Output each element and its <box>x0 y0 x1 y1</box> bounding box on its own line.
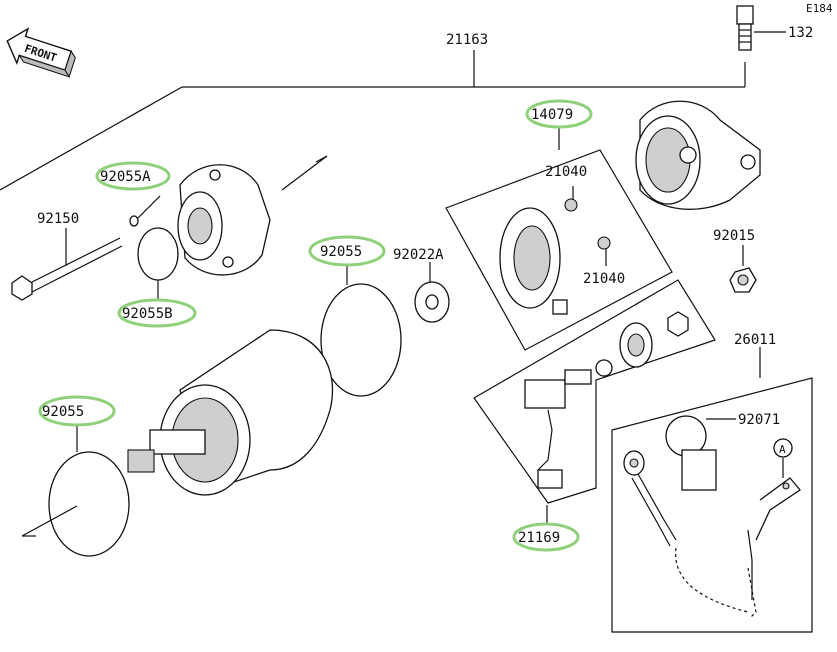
callout-92055-mid: 92055 <box>320 244 362 260</box>
brush-plate-group-14079 <box>445 126 673 351</box>
assembly-bracket-21163 <box>0 50 746 191</box>
rear-cover-housing <box>635 100 761 210</box>
reference-a-marker <box>773 438 793 458</box>
motor-yoke-armature <box>127 329 334 496</box>
cable-group-26011 <box>611 347 813 633</box>
highlight-92055B <box>117 298 197 328</box>
highlight-14079 <box>525 99 593 129</box>
o-ring-92055-mid <box>320 283 402 397</box>
callout-92150: 92150 <box>37 211 79 227</box>
o-ring-92055-low <box>48 451 130 557</box>
callout-132: 132 <box>788 25 813 41</box>
through-bolt-92150 <box>11 228 123 301</box>
diagram-code: E184 <box>806 2 833 15</box>
nut-92015 <box>729 245 757 293</box>
front-cover <box>177 155 328 276</box>
bolt-132 <box>736 5 786 51</box>
callout-21040-lower: 21040 <box>583 271 625 287</box>
callout-92055-low: 92055 <box>42 404 84 420</box>
highlight-92055-low <box>38 395 116 427</box>
callout-21169: 21169 <box>518 530 560 546</box>
callout-92071: 92071 <box>738 412 780 428</box>
callout-92055B: 92055B <box>122 306 173 322</box>
highlight-92055-mid <box>308 235 386 267</box>
highlight-21169 <box>512 522 580 552</box>
callout-26011: 26011 <box>734 332 776 348</box>
o-ring-92055B <box>137 227 179 281</box>
callout-21040-upper: 21040 <box>545 164 587 180</box>
callout-21163: 21163 <box>446 32 488 48</box>
callout-92015: 92015 <box>713 228 755 244</box>
callout-92055A: 92055A <box>100 169 151 185</box>
callout-14079: 14079 <box>531 107 573 123</box>
callout-92022A: 92022A <box>393 247 444 263</box>
reference-a-label: A <box>779 443 786 456</box>
terminal-group-21169 <box>473 279 716 524</box>
o-ring-92055A <box>129 215 139 227</box>
highlight-92055A <box>95 161 171 191</box>
front-arrow-icon: FRONT <box>6 27 76 78</box>
